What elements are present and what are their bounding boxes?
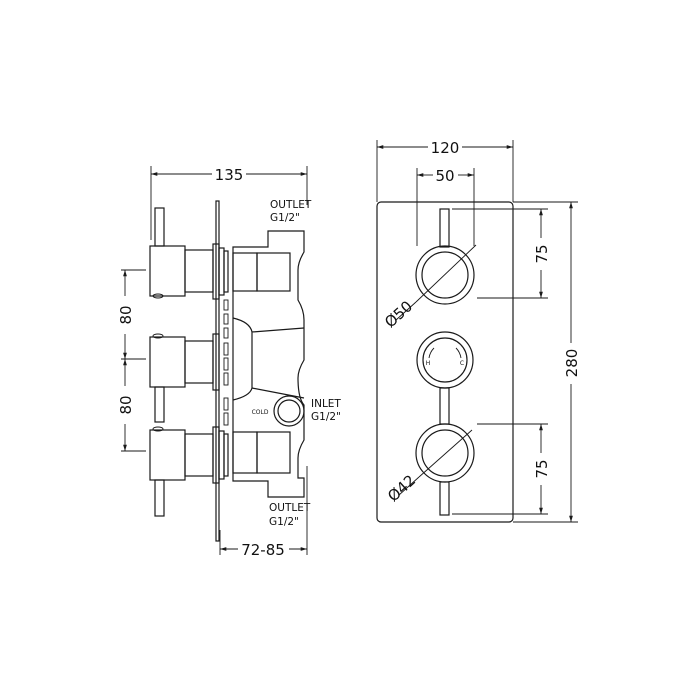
inlet-line1: INLET [311, 398, 341, 410]
inlet-line2: G1/2" [311, 411, 341, 423]
diameter-50-label: Ø50 [381, 297, 416, 331]
thermostat-knob-front: H C [416, 331, 474, 425]
depth-dimension-72-85: 72-85 [219, 466, 308, 559]
front-view: 120 50 Ø50 H C [376, 139, 581, 523]
dim-120-label: 120 [431, 139, 460, 157]
handle-top-front: Ø50 [381, 208, 477, 331]
dim-72-85-label: 72-85 [241, 541, 285, 559]
handle-width-dimension-50: 50 [416, 167, 475, 246]
plate-studs [223, 299, 229, 426]
dim-280-label: 280 [563, 349, 581, 378]
cold-tag: COLD [252, 409, 269, 416]
plate-height-dimension-280: 280 [513, 201, 581, 523]
handle-top-side [149, 207, 229, 300]
outlet-bottom-line2: G1/2" [269, 516, 299, 528]
dim-75-bottom-label: 75 [533, 459, 551, 478]
dim-80-top-label: 80 [117, 305, 135, 324]
dim-135-label: 135 [215, 166, 244, 184]
outlet-top-line1: OUTLET [270, 199, 312, 211]
valve-body [232, 230, 305, 498]
bottom-offset-dimension-75: 75 [452, 423, 551, 515]
outlet-top-line2: G1/2" [270, 212, 300, 224]
handle-middle-side [149, 333, 220, 423]
plate-width-dimension-120: 120 [376, 139, 514, 202]
handle-bottom-front: Ø42 [384, 423, 475, 516]
cold-mark: C [460, 360, 464, 367]
cold-inlet: COLD [252, 395, 305, 427]
handle-bottom-side [149, 426, 229, 517]
dim-50-label: 50 [435, 167, 454, 185]
cover-plate [376, 201, 514, 523]
spacing-dimension-80-bottom: 80 [117, 359, 146, 452]
top-offset-dimension-75: 75 [452, 208, 551, 299]
outlet-bottom-line1: OUTLET [269, 502, 311, 514]
diameter-42-label: Ø42 [384, 471, 419, 505]
dim-80-bottom-label: 80 [117, 395, 135, 414]
spacing-dimension-80-top: 80 [117, 269, 146, 360]
dim-75-top-label: 75 [533, 244, 551, 263]
width-dimension-135: 135 [150, 166, 308, 240]
side-view: 135 [117, 166, 341, 559]
hot-mark: H [426, 360, 431, 367]
